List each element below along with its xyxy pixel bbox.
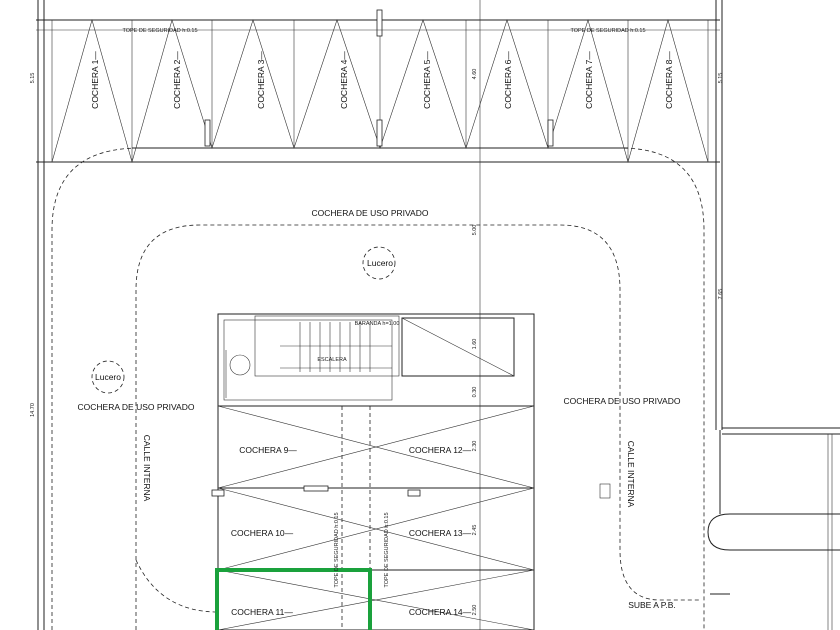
- dim-030: 0.30: [472, 387, 478, 398]
- dim-500: 5.00: [472, 225, 478, 236]
- stair-block: [217, 313, 535, 407]
- calle-interna-left: CALLE INTERNA: [142, 435, 152, 502]
- escalera-label: ESCALERA: [317, 357, 347, 363]
- uso-privado-top: COCHERA DE USO PRIVADO: [312, 208, 429, 218]
- dim-765: 7.65: [718, 289, 724, 300]
- cochera-1-label: COCHERA 1—: [90, 51, 100, 109]
- center-parking-block: [211, 405, 535, 630]
- cochera-12-label: COCHERA 12—: [409, 445, 472, 455]
- outer-walls: [37, 0, 840, 630]
- dim-1470: 14.70: [30, 403, 36, 417]
- cochera-11-label: COCHERA 11—: [231, 607, 293, 617]
- tope-seguridad-left: TOPE DE SEGURIDAD h:0.15: [122, 28, 197, 34]
- dim-230: 2.30: [472, 441, 478, 452]
- uso-privado-left: COCHERA DE USO PRIVADO: [78, 402, 195, 412]
- lucero-circle-top: [362, 246, 396, 280]
- sube-label: SUBE A P.B.: [628, 600, 676, 610]
- tope-seguridad-center-right: TOPE DE SEGURIDAD h:0.15: [384, 512, 390, 587]
- cochera-4-label: COCHERA 4—: [339, 51, 349, 109]
- dim-160: 1.60: [472, 339, 478, 350]
- lucero-circle-left: [91, 360, 125, 394]
- cochera-13-label: COCHERA 13—: [409, 528, 472, 538]
- tope-seguridad-center-left: TOPE DE SEGURIDAD h:0.15: [334, 512, 340, 587]
- cochera-5-label: COCHERA 5—: [422, 51, 432, 109]
- dim-460: 4.60: [472, 69, 478, 80]
- lucero-label-top: Lucero: [367, 258, 393, 268]
- cochera-10-label: COCHERA 10—: [231, 528, 294, 538]
- cochera-3-label: COCHERA 3—: [256, 51, 266, 109]
- baranda-label: BARANDA h=1.00: [355, 321, 400, 327]
- dim-245: 2.45: [472, 525, 478, 536]
- cochera-9-label: COCHERA 9—: [239, 445, 297, 455]
- calle-interna-right: CALLE INTERNA: [626, 441, 636, 508]
- top-parking-row: [36, 9, 720, 164]
- cochera-14-label: COCHERA 14—: [409, 607, 472, 617]
- cochera-2-label: COCHERA 2—: [172, 51, 182, 109]
- uso-privado-right: COCHERA DE USO PRIVADO: [564, 396, 681, 406]
- highlight-box: [215, 568, 372, 630]
- lucero-label-left: Lucero: [95, 372, 121, 382]
- right-bump: [599, 430, 840, 595]
- dim-250: 2.50: [472, 605, 478, 616]
- cochera-8-label: COCHERA 8—: [664, 51, 674, 109]
- driveway-path: [51, 147, 705, 630]
- tope-seguridad-right: TOPE DE SEGURIDAD h:0.15: [570, 28, 645, 34]
- cochera-7-label: COCHERA 7—: [584, 51, 594, 109]
- dim-515-left: 5.15: [30, 73, 36, 84]
- cochera-6-label: COCHERA 6—: [503, 51, 513, 109]
- dim-515-right: 5.15: [718, 73, 724, 84]
